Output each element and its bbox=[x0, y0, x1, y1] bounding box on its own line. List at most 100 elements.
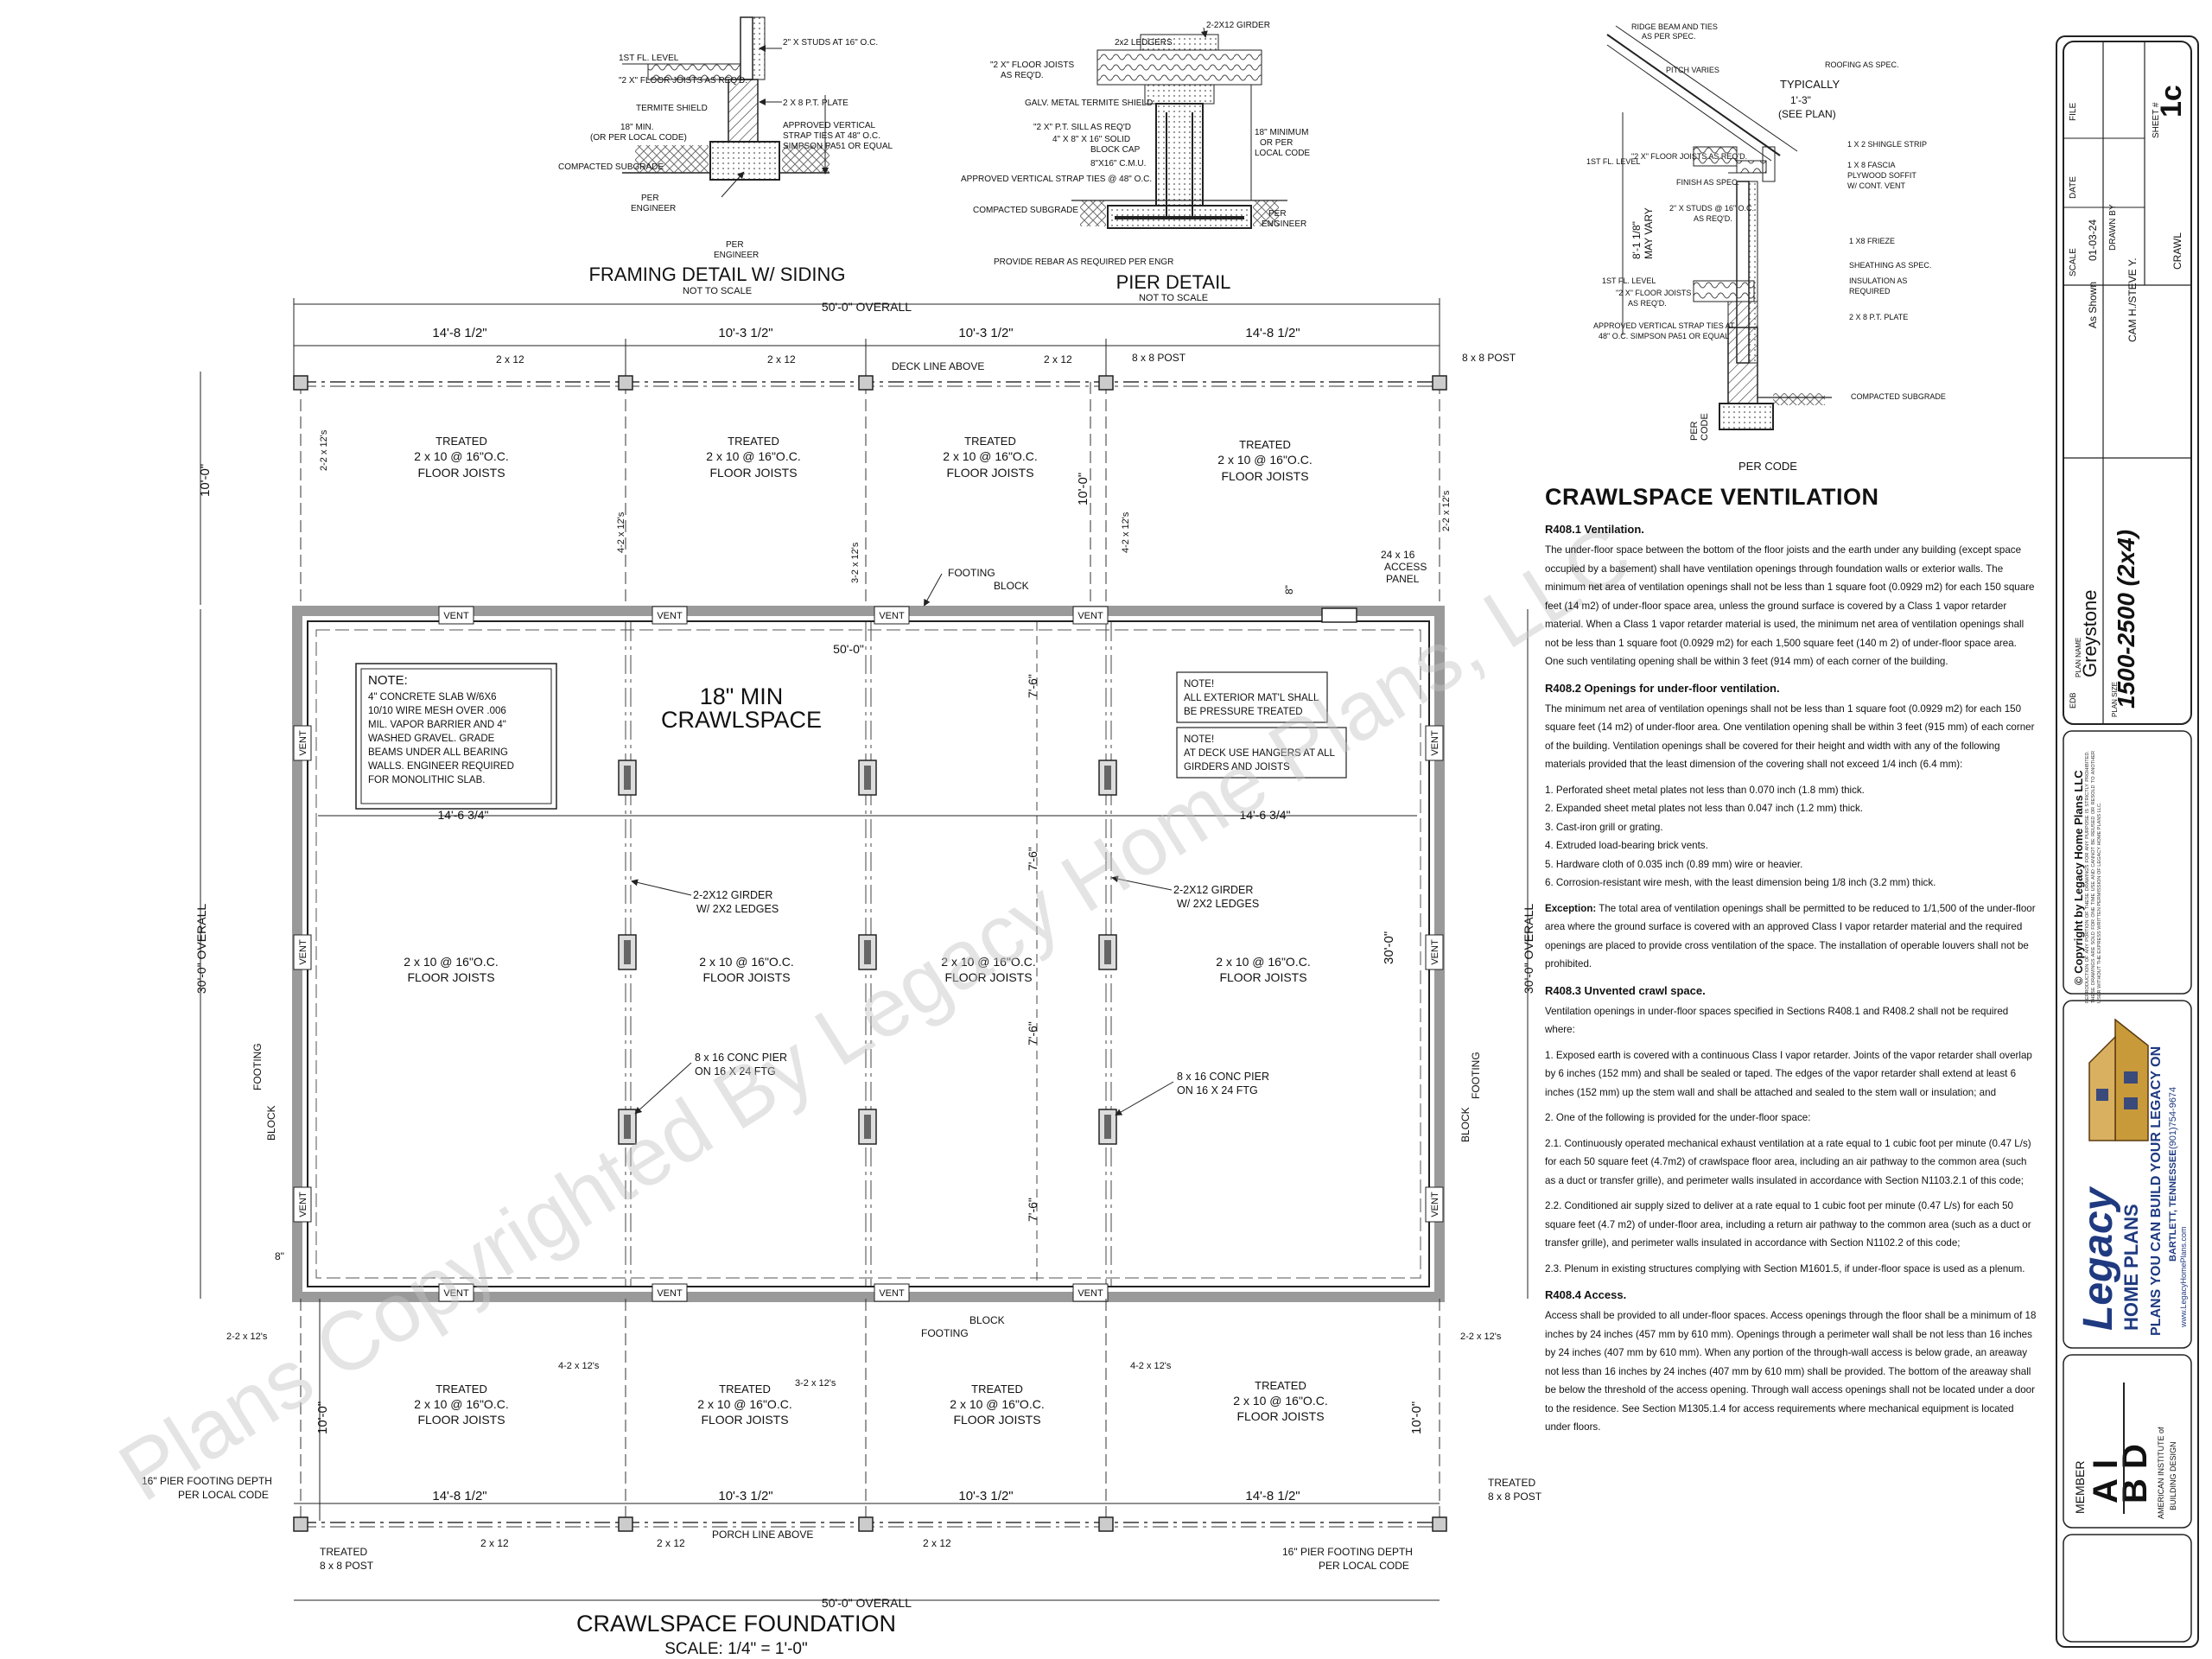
vent-left-2: VENT bbox=[298, 939, 308, 965]
beam-top-2: 2 x 12 bbox=[767, 353, 796, 365]
crawlspace-label-line2: CRAWLSPACE bbox=[661, 707, 822, 733]
vent-right-2: VENT bbox=[1430, 939, 1440, 965]
framing-label-termite: TERMITE SHIELD bbox=[636, 104, 708, 113]
footing-label-bottom: FOOTING bbox=[921, 1327, 969, 1339]
r2-item: 5. Hardware cloth of 0.035 inch (0.89 mm… bbox=[1545, 858, 1803, 870]
eight-inch-top: 8" bbox=[1283, 585, 1295, 594]
block-label-bottom: BLOCK bbox=[969, 1314, 1005, 1326]
wall-label-sheathing: SHEATHING AS SPEC. bbox=[1849, 261, 1931, 270]
vent-right-1: VENT bbox=[1430, 730, 1440, 756]
crawlspace-label-line1: 18" MIN bbox=[700, 683, 784, 709]
vent-left-1: VENT bbox=[298, 730, 308, 756]
top-dim-4: 14'-8 1/2" bbox=[1245, 326, 1300, 340]
porch-beam-2: 3-2 x 12's bbox=[795, 1378, 836, 1389]
r2-item: 2. Expanded sheet metal plates not less … bbox=[1545, 803, 1863, 814]
framing-label-local: (OR PER LOCAL CODE) bbox=[590, 133, 687, 143]
tb-date: 01-03-24 bbox=[2087, 219, 2099, 261]
wall-label-height1: 8'-1 1/8" bbox=[1630, 221, 1643, 259]
overall-right-dim: 30'-0" OVERALL bbox=[1522, 904, 1535, 994]
vent-top-2: VENT bbox=[657, 611, 683, 621]
r3-item2: 2. One of the following is provided for … bbox=[1545, 1112, 1811, 1123]
pier-footing-depth-right-2: PER LOCAL CODE bbox=[1319, 1560, 1409, 1572]
overall-bottom-dim: 50'-0" OVERALL bbox=[822, 1596, 912, 1610]
exception-paragraph: Exception: The total area of ventilation… bbox=[1545, 899, 2037, 974]
framing-detail-title: FRAMING DETAIL W/ SIDING bbox=[588, 264, 845, 285]
crawl-joist-spec-4: 2 x 10 @ 16"O.C. bbox=[1216, 955, 1310, 969]
note3-line-3: GIRDERS AND JOISTS bbox=[1184, 762, 1290, 772]
copyright-watermark: Plans Copyrighted By Legacy Home Plans, … bbox=[104, 507, 1646, 1519]
porch-joist-spec-3: 2 x 10 @ 16"O.C. bbox=[950, 1397, 1044, 1411]
pier-label-joists2: AS REQ'D. bbox=[1001, 71, 1044, 80]
bottom-dim-2: 10'-3 1/2" bbox=[718, 1489, 772, 1503]
note-line-4: WASHED GRAVEL. GRADE bbox=[368, 734, 495, 744]
porch-depth-left: 10'-0" bbox=[315, 1402, 330, 1434]
wall-label-ridge1: RIDGE BEAM AND TIES bbox=[1631, 22, 1718, 31]
slab-note: NOTE: 4" CONCRETE SLAB W/6X6 10/10 WIRE … bbox=[368, 673, 514, 785]
pier-label-per: PER bbox=[1268, 209, 1287, 219]
deck-joist-labels: TREATED 2 x 10 @ 16"O.C. FLOOR JOISTS TR… bbox=[414, 435, 1312, 483]
wall-label-jst3: AS REQ'D. bbox=[1628, 299, 1667, 308]
r2-item: 3. Cast-iron grill or grating. bbox=[1545, 821, 1663, 833]
post-bottom-right-1: TREATED bbox=[1488, 1477, 1535, 1489]
top-dim-1: 14'-8 1/2" bbox=[432, 326, 486, 340]
exception-label: Exception: bbox=[1545, 902, 1597, 914]
deck-joist-label-2: FLOOR JOISTS bbox=[709, 466, 797, 480]
tb-phone: (901)754-9674 bbox=[2168, 1087, 2178, 1149]
crawl-joist-spec-1: 2 x 10 @ 16"O.C. bbox=[404, 955, 498, 969]
r4-text: Access shall be provided to all under-fl… bbox=[1545, 1310, 2037, 1433]
deck-joist-spec-3: 2 x 10 @ 16"O.C. bbox=[943, 449, 1037, 463]
bottom-dim-3: 10'-3 1/2" bbox=[958, 1489, 1013, 1503]
note-line-5: BEAMS UNDER ALL BEARING bbox=[368, 747, 508, 758]
deck-depth-mid: 10'-0" bbox=[1076, 473, 1090, 505]
porch-joist-spec-2: 2 x 10 @ 16"O.C. bbox=[697, 1397, 791, 1411]
note2-line-3: BE PRESSURE TREATED bbox=[1184, 707, 1303, 717]
pier-label-engineer: ENGINEER bbox=[1262, 219, 1306, 229]
footing-label-left: FOOTING bbox=[251, 1043, 264, 1090]
pier-label-rebar: PROVIDE REBAR AS REQUIRED PER ENGR bbox=[994, 257, 1173, 267]
tb-aibd-full2: BUILDING DESIGN bbox=[2169, 1441, 2177, 1510]
note-line-6: WALLS. ENGINEER REQUIRED bbox=[368, 761, 514, 772]
framing-label-fl-level: 1ST FL. LEVEL bbox=[619, 54, 679, 63]
post-label-top-1: 8 x 8 POST bbox=[1132, 352, 1186, 364]
access-label-1: 24 x 16 bbox=[1381, 549, 1415, 561]
pier-label-girder: 2-2X12 GIRDER bbox=[1206, 21, 1270, 30]
footing-label-right: FOOTING bbox=[1470, 1052, 1482, 1099]
tb-aibd-i: I bbox=[2087, 1459, 2125, 1469]
post-bottom-left-1: TREATED bbox=[320, 1546, 367, 1558]
crawlspace-foundation-plan: 50'-0" OVERALL 14'-8 1/2" 10'-3 1/2" 10'… bbox=[142, 298, 1542, 1658]
tb-logo-name: Legacy bbox=[2075, 1185, 2121, 1331]
deck-joist-spec-4: 2 x 10 @ 16"O.C. bbox=[1217, 453, 1312, 467]
vent-bottom-2: VENT bbox=[657, 1288, 683, 1299]
deck-treated-3: TREATED bbox=[964, 435, 1016, 448]
vent-bottom-3: VENT bbox=[879, 1288, 905, 1299]
wall-label-roofing: ROOFING AS SPEC. bbox=[1825, 60, 1899, 69]
tb-city: BARTLETT, TENNESSEE bbox=[2168, 1149, 2178, 1262]
bottom-dim-1: 14'-8 1/2" bbox=[432, 1489, 486, 1503]
r4-title: R408.4 Access. bbox=[1545, 1288, 1627, 1301]
deck-line-label: DECK LINE ABOVE bbox=[892, 360, 984, 372]
tb-copyright-fine: REPRODUCTION OF ANY PORTION OF THESE DRA… bbox=[2085, 751, 2102, 1003]
bottom-dim-4: 14'-8 1/2" bbox=[1245, 1489, 1300, 1503]
porch-treated-1: TREATED bbox=[435, 1382, 487, 1395]
plan-title: CRAWLSPACE FOUNDATION bbox=[576, 1611, 896, 1637]
pier-label-subgrade: COMPACTED SUBGRADE bbox=[973, 206, 1078, 215]
pier-callout-right-line2: ON 16 X 24 FTG bbox=[1177, 1084, 1258, 1096]
pier-label-termite: GALV. METAL TERMITE SHIELD bbox=[1025, 99, 1153, 108]
piers bbox=[618, 760, 1117, 1145]
vent-top-4: VENT bbox=[1077, 611, 1103, 621]
deck-beam-2: 3-2 x 12's bbox=[850, 542, 861, 583]
post-bottom-right-2: 8 x 8 POST bbox=[1488, 1491, 1542, 1503]
tb-plan-size: 1500-2500 (2x4) bbox=[2113, 530, 2139, 709]
pier-label-sill1: "2 X" P.T. SILL AS REQ'D bbox=[1033, 123, 1131, 132]
wall-label-studs1: 2" X STUDS @ 16" O.C. bbox=[1669, 204, 1754, 213]
deck-treated-4: TREATED bbox=[1239, 438, 1291, 451]
beam-bottom-3: 2 x 12 bbox=[923, 1537, 951, 1549]
framing-detail: 2" X STUDS AT 16" O.C. 1ST FL. LEVEL "2 … bbox=[558, 16, 893, 296]
vdim-2: 7'-6" bbox=[1026, 847, 1039, 871]
vent-top-3: VENT bbox=[879, 611, 905, 621]
r2-item: 1. Perforated sheet metal plates not les… bbox=[1545, 784, 1865, 796]
wall-label-insul1: INSULATION AS bbox=[1849, 276, 1907, 285]
wall-label-jst2: "2 X" FLOOR JOISTS bbox=[1616, 289, 1691, 297]
pier-label-sill3: BLOCK CAP bbox=[1090, 145, 1141, 155]
wall-label-strap2: 48" O.C. SIMPSON PA51 OR EQUAL bbox=[1599, 332, 1729, 340]
